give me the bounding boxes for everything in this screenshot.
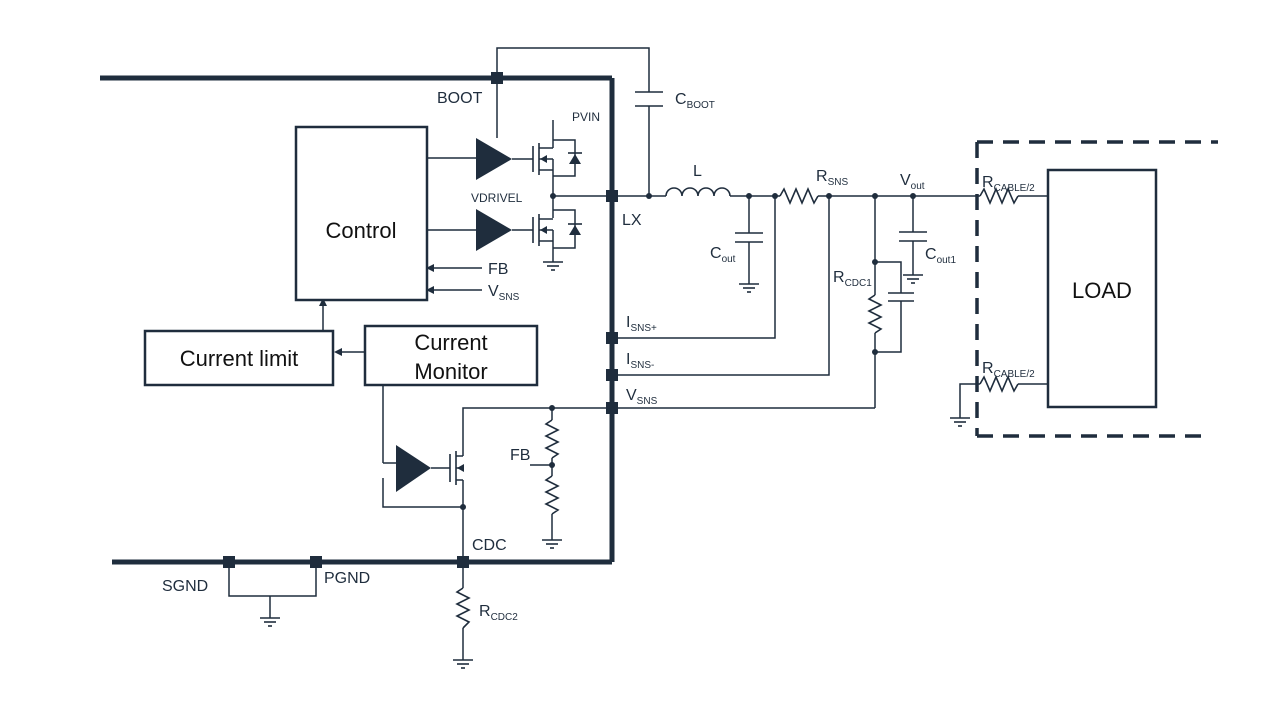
vsns-input-label: VSNS: [488, 283, 520, 303]
rcdc2-label: RCDC2: [479, 603, 518, 623]
sgnd-pad: [223, 556, 235, 568]
low-side-driver: [476, 209, 533, 251]
ground-pins: [228, 562, 317, 627]
cdc-label: CDC: [472, 537, 507, 554]
fb-divider-label: FB: [510, 447, 530, 464]
vsns-label: VSNS: [626, 387, 658, 407]
rcable-bottom-resistor: [979, 374, 1019, 394]
rcable-bottom-label: RCABLE/2: [982, 360, 1035, 380]
current-monitor-label-2: Monitor: [414, 359, 487, 384]
rcdc1-network: [867, 196, 914, 408]
control-wiring: [319, 157, 482, 356]
control-label: Control: [326, 218, 397, 243]
cout1-capacitor: [899, 196, 927, 284]
rcdc1-label: RCDC1: [833, 269, 872, 289]
load-block: LOAD: [1046, 168, 1158, 409]
pgnd-label: PGND: [324, 570, 370, 587]
current-limit-block: Current limit: [143, 329, 335, 387]
cout-capacitor: [735, 196, 763, 293]
control-block: Control: [294, 125, 429, 302]
inductor-label: L: [693, 163, 702, 180]
rcdc1-resistor: [867, 294, 883, 334]
pin-pads: [223, 72, 618, 568]
cout1-label: Cout1: [925, 246, 956, 266]
junctions: [460, 193, 916, 510]
current-limit-label: Current limit: [180, 346, 299, 371]
rcdc2-resistor: [453, 562, 473, 669]
fb-input-label: FB: [488, 261, 508, 278]
high-side-mosfet: [532, 120, 582, 196]
isns-plus-label: ISNS+: [626, 314, 657, 334]
cboot-label: CBOOT: [675, 91, 715, 111]
lx-pad: [606, 190, 618, 202]
isns-plus-pad: [606, 332, 618, 344]
vout-label: Vout: [900, 172, 925, 192]
ic-boundary: [100, 75, 615, 565]
rsns-resistor: [779, 186, 819, 206]
load-area: [950, 140, 1218, 438]
vsns-pad: [606, 402, 618, 414]
load-label: LOAD: [1072, 278, 1132, 303]
inductor-coil: [665, 187, 731, 197]
rcable-top-resistor: [979, 186, 1019, 206]
fb-divider: [530, 408, 562, 549]
lx-label: LX: [622, 212, 642, 229]
cout-label: Cout: [710, 245, 736, 265]
boot-pad: [491, 72, 503, 84]
vdrivel-label: VDRIVEL: [471, 191, 523, 205]
rcable-top-label: RCABLE/2: [982, 174, 1035, 194]
cdc-pad: [457, 556, 469, 568]
sgnd-label: SGND: [162, 578, 208, 595]
low-side-mosfet: [532, 196, 582, 271]
current-monitor-block: Current Monitor: [363, 324, 539, 387]
boot-wiring: [496, 47, 663, 196]
rsns-label: RSNS: [816, 168, 848, 188]
isns-minus-pad: [606, 369, 618, 381]
cdc-circuit: [382, 385, 612, 562]
boot-label: BOOT: [437, 90, 483, 107]
high-side-driver: [476, 138, 533, 180]
sense-wiring: [612, 196, 875, 409]
pgnd-pad: [310, 556, 322, 568]
current-monitor-label-1: Current: [414, 330, 487, 355]
pvin-label: PVIN: [572, 110, 600, 124]
isns-minus-label: ISNS-: [626, 351, 654, 371]
